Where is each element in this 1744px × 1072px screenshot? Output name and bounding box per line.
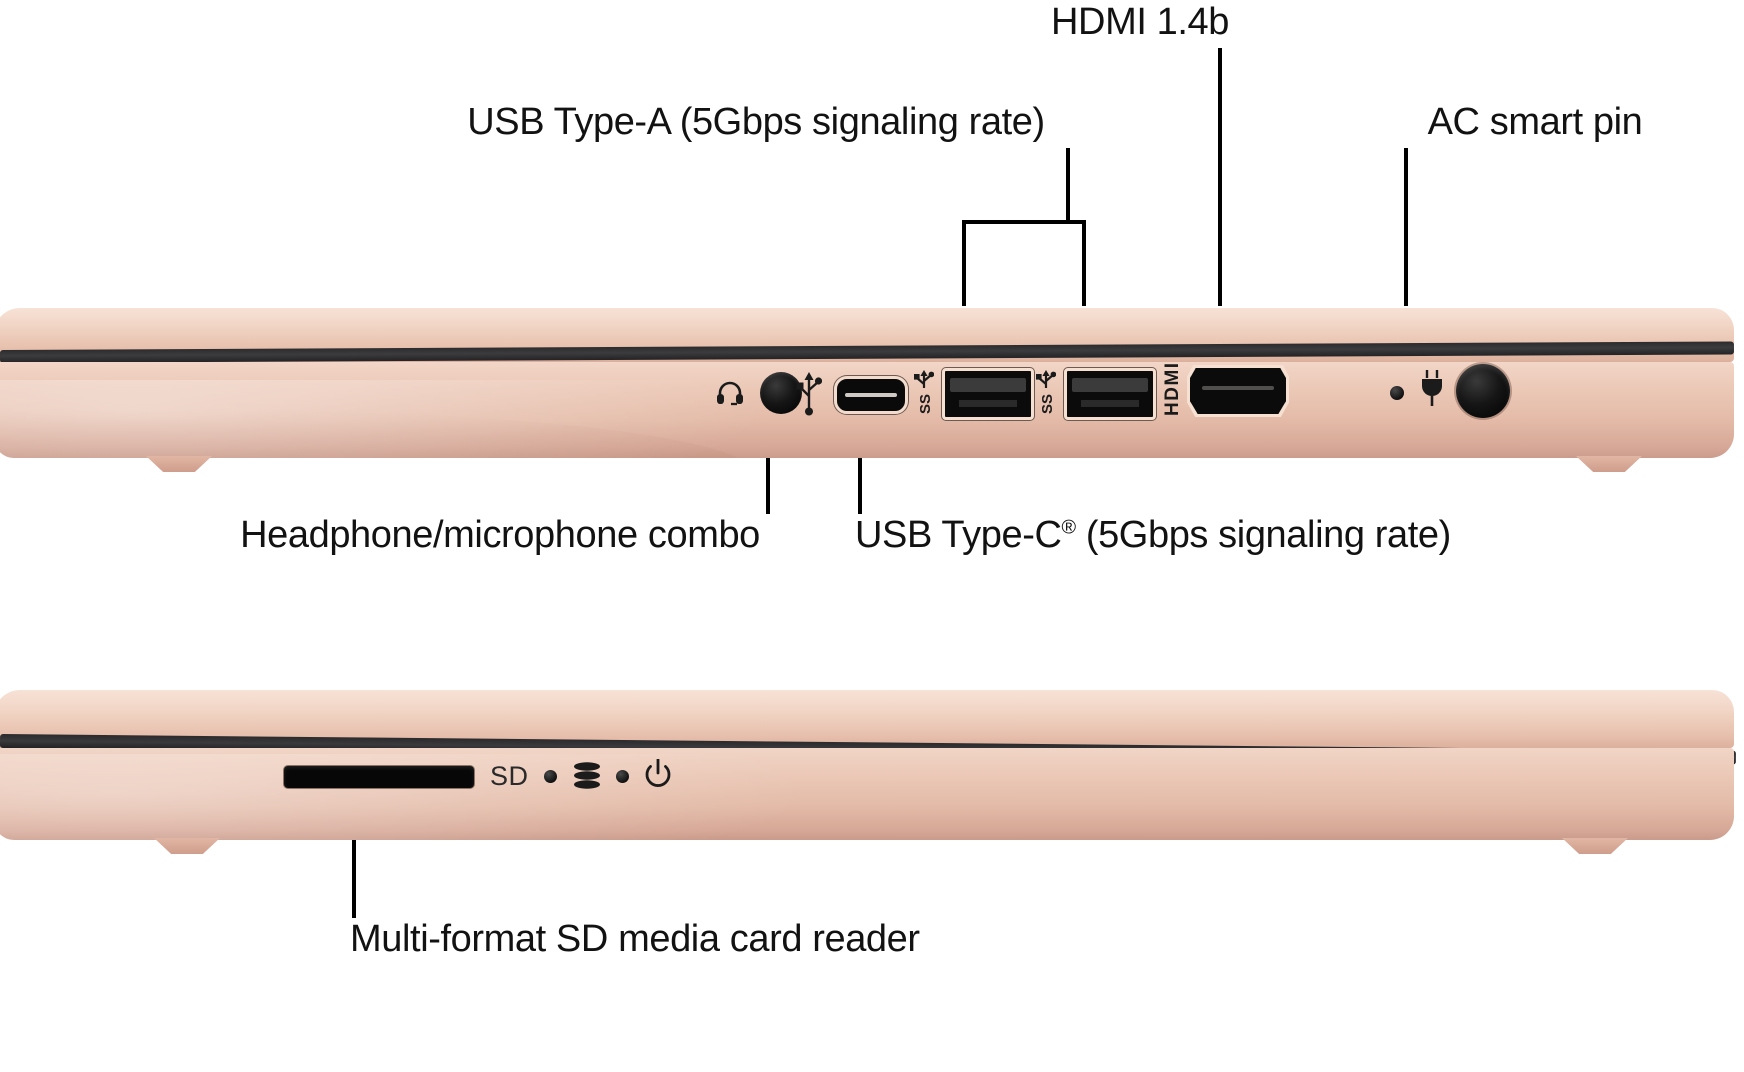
callout-label-ac-smart-pin: AC smart pin xyxy=(1427,101,1643,143)
power-led-indicator xyxy=(1390,386,1404,400)
hdmi-contact-bar xyxy=(1201,386,1275,391)
power-plug-icon xyxy=(1418,370,1446,406)
usb-a-pins-2 xyxy=(1080,399,1140,407)
superspeed-usb-icon-2: SS xyxy=(1036,370,1056,416)
svg-text:SS: SS xyxy=(1039,394,1056,414)
hdmi-port-opening xyxy=(1190,368,1286,414)
callout-label-hdmi: HDMI 1.4b xyxy=(1050,1,1230,43)
usb-trident-icon xyxy=(796,372,822,416)
laptop-left-side-view: SS SS xyxy=(0,308,1744,472)
leader-line-usb-type-c xyxy=(858,432,862,514)
sd-card-slot[interactable] xyxy=(284,766,474,788)
usb-a-pins-1 xyxy=(958,399,1018,407)
rubber-foot-left-bottom xyxy=(154,838,220,854)
leader-line-ac-smart-pin xyxy=(1404,148,1408,306)
usb-a-port-2[interactable] xyxy=(1064,368,1156,420)
usb-c-label-suffix: (5Gbps signaling rate) xyxy=(1075,514,1451,556)
headset-icon xyxy=(716,380,744,406)
rubber-foot-right xyxy=(1576,456,1642,472)
power-symbol-icon xyxy=(644,759,672,789)
leader-line-usb-a-bracket xyxy=(962,220,1086,224)
leader-line-headphone xyxy=(766,432,770,514)
ac-power-jack-port[interactable] xyxy=(1456,364,1510,418)
base-shadow xyxy=(0,410,754,458)
callout-label-usb-type-a: USB Type-A (5Gbps signaling rate) xyxy=(467,101,1045,143)
activity-led-2 xyxy=(616,770,629,783)
leader-line-usb-a-drop-left xyxy=(962,220,966,306)
drive-stack-icon xyxy=(572,762,602,790)
leader-line-sd-reader xyxy=(352,824,356,918)
leader-line-hdmi xyxy=(1218,48,1222,306)
usb-a-tongue-2 xyxy=(1072,378,1148,393)
usb-a-tongue-1 xyxy=(950,378,1026,393)
registered-trademark-icon: ® xyxy=(1061,516,1077,539)
hdmi-text-icon: HDMI xyxy=(1162,361,1183,416)
callout-label-headphone: Headphone/microphone combo xyxy=(240,514,760,556)
headphone-jack-port[interactable] xyxy=(760,372,802,414)
leader-line-usb-a-drop-right xyxy=(1082,220,1086,306)
sd-text-icon: SD xyxy=(490,761,529,791)
rubber-foot-left xyxy=(146,456,212,472)
hdmi-port[interactable] xyxy=(1187,365,1289,417)
usb-c-port[interactable] xyxy=(834,376,908,414)
laptop-base-bottom xyxy=(0,748,1734,840)
usb-a-port-1[interactable] xyxy=(942,368,1034,420)
usb-c-label-main: USB Type-C xyxy=(855,514,1062,556)
superspeed-usb-icon-1: SS xyxy=(914,370,934,416)
laptop-right-side-view: SD xyxy=(0,690,1744,854)
leader-line-usb-a-stem xyxy=(1066,148,1070,222)
callout-label-usb-type-c: USB Type-C® (5Gbps signaling rate) xyxy=(855,513,1451,557)
callout-label-sd-reader: Multi-format SD media card reader xyxy=(350,918,920,960)
svg-text:SS: SS xyxy=(917,394,934,414)
rubber-foot-right-bottom xyxy=(1562,838,1628,854)
activity-led-1 xyxy=(544,770,557,783)
